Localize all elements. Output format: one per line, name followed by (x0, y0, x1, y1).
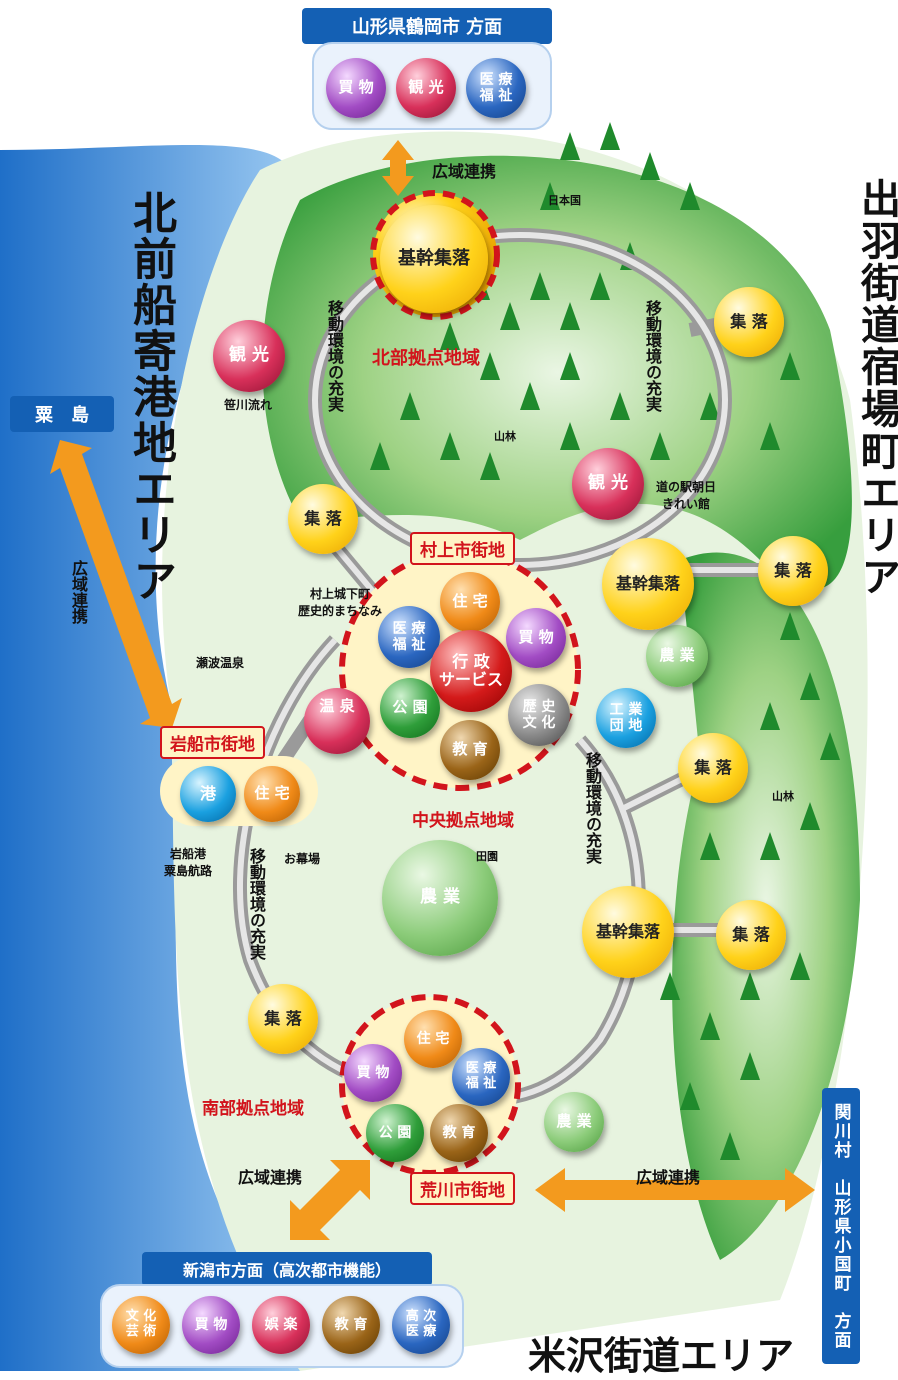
top-medical-ball: 医 療 福 祉 (466, 58, 526, 118)
note-jokamachi: 村上城下町 歴史的まちなみ (298, 587, 383, 618)
sekikawa-label: 関川村 山形県小国町 方面 (822, 1088, 860, 1364)
village-ball-south-west: 集 落 (248, 984, 318, 1054)
kikan-ball-south: 基幹集落 (582, 886, 674, 978)
note-sasagawa: 笹川流れ (224, 398, 273, 412)
top-shopping-ball: 買 物 (326, 58, 386, 118)
village-ball-south-east: 集 落 (716, 900, 786, 970)
area-label-bottom: 米沢街道エリア (528, 1334, 795, 1378)
iwafune-housing-ball: 住 宅 (244, 766, 300, 822)
zone-label-central: 中央拠点地域 (412, 811, 514, 831)
bottom-culture-ball: 文 化 芸 術 (112, 1296, 170, 1354)
note-omakuba: お幕場 (284, 852, 321, 866)
tourism-ball-sasagawa: 観 光 (213, 320, 285, 392)
bottom-education-ball: 教 育 (322, 1296, 380, 1354)
village-ball-ne: 集 落 (714, 287, 784, 357)
note-sanrin-east: 山林 (772, 790, 794, 803)
tourism-ball-michinoeki: 観 光 (572, 448, 644, 520)
bottom-shopping-ball: 買 物 (182, 1296, 240, 1354)
note-senami: 瀬波温泉 (196, 656, 245, 670)
note-michinoeki: 道の駅朝日 きれい館 (656, 480, 717, 511)
movement-label-sw: 移動環境の充実 (247, 848, 266, 960)
iwafune-port-ball: 港 (180, 766, 236, 822)
kikan-ball-east: 基幹集落 (602, 538, 694, 630)
wide-link-label-north: 広域連携 (432, 162, 497, 181)
bottom-direction-title: 新潟市方面（高次都市機能） (142, 1252, 432, 1286)
arrow-north (382, 140, 414, 196)
central-history-ball: 歴 史 文 化 (508, 684, 570, 746)
arrow-awashima (50, 440, 182, 728)
note-denen: 田園 (476, 850, 498, 863)
note-iwafunekou: 岩船港 粟島航路 (164, 847, 213, 878)
arrow-sekikawa (535, 1168, 815, 1212)
south-medical-ball: 医 療 福 祉 (452, 1048, 510, 1106)
south-shopping-ball: 買 物 (344, 1044, 402, 1102)
wide-link-label-west: 広域連携 (69, 560, 88, 624)
top-tourism-ball: 観 光 (396, 58, 456, 118)
town-label-iwafune: 岩船市街地 (160, 726, 265, 759)
wide-link-label-south: 広域連携 (238, 1168, 303, 1187)
note-sanrin-north: 山林 (494, 430, 516, 443)
central-shopping-ball: 買 物 (506, 608, 566, 668)
zone-label-north: 北部拠点地域 (372, 348, 480, 369)
town-label-murakami: 村上市街地 (410, 532, 515, 565)
top-direction-title: 山形県鶴岡市 方面 (302, 8, 552, 44)
village-ball-east: 集 落 (758, 536, 828, 606)
movement-label-e: 移動環境の充実 (583, 752, 602, 864)
agri-ball-south: 農 業 (544, 1092, 604, 1152)
village-ball-w: 集 落 (288, 484, 358, 554)
arrow-niigata (290, 1160, 370, 1240)
movement-label-nw: 移動環境の充実 (325, 300, 344, 412)
south-housing-ball: 住 宅 (404, 1010, 462, 1068)
central-housing-ball: 住 宅 (440, 572, 500, 632)
kikan-ball-north: 基幹集落 (380, 205, 488, 313)
zone-label-south: 南部拠点地域 (202, 1099, 304, 1119)
industrial-ball: 工 業 団 地 (596, 688, 656, 748)
central-education-ball: 教 育 (440, 720, 500, 780)
awashima-label: 粟 島 (10, 396, 114, 432)
south-education-ball: 教 育 (430, 1104, 488, 1162)
area-label-left: 北前船寄港地エリア (125, 190, 176, 604)
agri-ball-center: 農 業 (382, 840, 498, 956)
wide-link-label-east: 広域連携 (636, 1168, 701, 1187)
onsen-ball: 温 泉 (304, 688, 370, 754)
movement-label-ne: 移動環境の充実 (643, 300, 662, 412)
bottom-advanced-medical-ball: 高 次 医 療 (392, 1296, 450, 1354)
bottom-entertainment-ball: 娯 楽 (252, 1296, 310, 1354)
central-park-ball: 公 園 (380, 678, 440, 738)
central-admin-ball: 行 政 サービス (430, 630, 512, 712)
village-ball-mid-east: 集 落 (678, 733, 748, 803)
town-label-arakawa: 荒川市街地 (410, 1172, 515, 1205)
agri-ball-east: 農 業 (646, 625, 708, 687)
south-park-ball: 公 園 (366, 1104, 424, 1162)
central-medical-ball: 医 療 福 祉 (378, 606, 440, 668)
note-nihonkoku: 日本国 (548, 194, 581, 207)
area-label-right: 出羽街道宿場町エリア (854, 178, 898, 598)
